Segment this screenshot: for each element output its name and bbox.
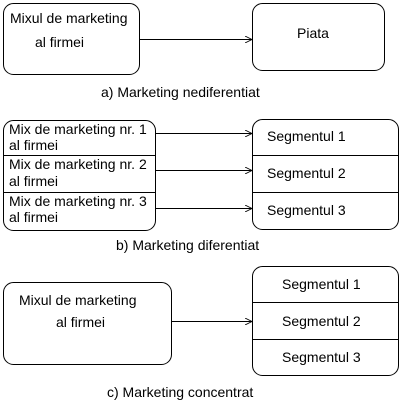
section-b-differentiated: Mix de marketing nr. 1 al firmei Mix de …: [3, 119, 399, 253]
mix-3-line1: Mix de marketing nr. 3: [9, 193, 147, 209]
mix-1-line1: Mix de marketing nr. 1: [9, 121, 147, 137]
section-a-undifferentiated: Mixul de marketing al firmei Piata a) Ma…: [3, 3, 385, 100]
segment-2-label: Segmentul 2: [282, 313, 361, 329]
segment-3-label: Segmentul 3: [267, 202, 346, 218]
segment-2-label: Segmentul 2: [267, 165, 346, 181]
mix-label-line1: Mixul de marketing: [10, 10, 128, 26]
mix-label-line2: al firmei: [56, 314, 105, 330]
caption-c: c) Marketing concentrat: [107, 384, 253, 400]
caption-b: b) Marketing diferentiat: [116, 237, 259, 253]
mix-label-line1: Mixul de marketing: [19, 292, 137, 308]
mix-2-line2: al firmei: [9, 173, 58, 189]
section-c-concentrated: Mixul de marketing al firmei Segmentul 1…: [3, 266, 399, 400]
mix-1-line2: al firmei: [9, 137, 58, 153]
mix-3-line2: al firmei: [9, 209, 58, 225]
segment-3-label: Segmentul 3: [282, 349, 361, 365]
mix-label-line2: al firmei: [35, 34, 84, 50]
segment-1-label: Segmentul 1: [267, 128, 346, 144]
segment-1-label: Segmentul 1: [282, 276, 361, 292]
mix-group-box: [3, 120, 156, 231]
segment-group-box: [252, 266, 399, 376]
market-box: [252, 3, 385, 71]
caption-a: a) Marketing nediferentiat: [101, 84, 260, 100]
market-label: Piata: [297, 25, 329, 41]
mix-2-line1: Mix de marketing nr. 2: [9, 156, 147, 172]
segment-group-box: [252, 119, 399, 230]
mix-box: [3, 282, 172, 365]
